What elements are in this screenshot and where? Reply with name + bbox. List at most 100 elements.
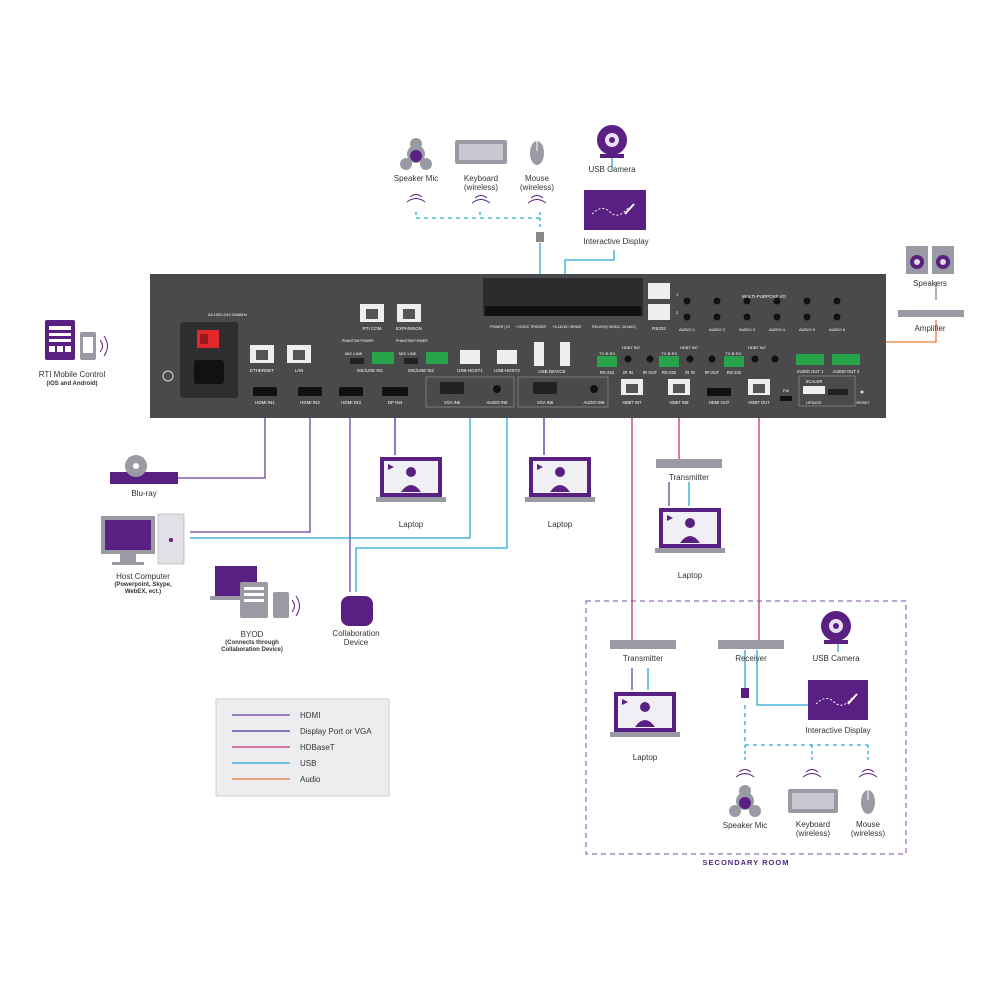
hdmi-out-port[interactable]: [707, 388, 731, 396]
ir-out-label: IR OUT: [643, 370, 658, 375]
transmitter-main-icon: [656, 459, 722, 468]
relays-label: RELAYS(+30VDC, 2A MAX): [592, 325, 636, 329]
audio-in5-jack[interactable]: [493, 385, 501, 393]
mic-line-in2-label: MIC/LINE IN2: [408, 368, 434, 373]
scaler-switch[interactable]: [828, 389, 848, 395]
rs232-port-top-1[interactable]: [648, 283, 670, 299]
collab-device-label2: Device: [344, 638, 369, 647]
amplifier-label: Amplifier: [914, 324, 945, 333]
hdbt-out-label: HDBT OUT: [748, 400, 770, 405]
multi-io-jack[interactable]: [683, 313, 691, 321]
usb-device-port-2[interactable]: [560, 342, 570, 366]
multi-io-jack[interactable]: [713, 313, 721, 321]
multi-io-jack[interactable]: [803, 313, 811, 321]
hdmi-in1-port[interactable]: [253, 387, 277, 396]
expansion-label: EXPANSION: [396, 326, 422, 331]
rs232-c-label: RS-232: [727, 370, 742, 375]
mic-line-1-label: MIC LINE: [345, 351, 363, 356]
multi-io-jack[interactable]: [833, 297, 841, 305]
audio-in6-jack[interactable]: [590, 385, 598, 393]
laptop-hdbt: Laptop: [655, 508, 725, 580]
vga-in5-label: VGA IN5: [444, 400, 461, 405]
multi-io-jacks: [683, 297, 841, 321]
vga-in5-port[interactable]: [440, 382, 464, 394]
hdbt-in7-c-label: HDBT IN7: [748, 345, 767, 350]
bluray-icon: [110, 472, 178, 484]
mouse-sub-label: (wireless): [520, 183, 555, 192]
legend: HDMI Display Port or VGA HDBaseT USB Aud…: [215, 698, 390, 797]
multi-io-jack[interactable]: [683, 297, 691, 305]
secondary-room-boundary: [585, 600, 907, 855]
mic-in-2-terminal[interactable]: [426, 352, 448, 364]
reset-button[interactable]: [860, 390, 864, 394]
hdmi-in2-port[interactable]: [298, 387, 322, 396]
power-inlet: [194, 360, 224, 384]
usb-host2-label: USB-HOST2: [494, 368, 520, 373]
wireless-icon: [406, 194, 426, 203]
ir-in-jack[interactable]: [624, 355, 632, 363]
laptop-vga-label: Laptop: [548, 520, 573, 529]
usb-dongle-secondary-icon: [741, 688, 749, 698]
multi-io-jack[interactable]: [773, 313, 781, 321]
bluray: Blu-ray: [110, 455, 178, 498]
transmitter-secondary-label: Transmitter: [623, 654, 663, 663]
mic-line-2-label: MIC LINE: [399, 351, 417, 356]
byod-sub2: Collaboration Device): [221, 647, 283, 653]
rti-mobile-sub-label: (iOS and Android): [46, 381, 97, 387]
ir-out-3-jack[interactable]: [771, 355, 779, 363]
keyboard-sub-label: (wireless): [464, 183, 499, 192]
vga-in6-port[interactable]: [533, 382, 557, 394]
interactive-display-top: Interactive Display: [583, 190, 649, 246]
usb-update-port[interactable]: [803, 386, 825, 394]
ir-out-2-jack[interactable]: [708, 355, 716, 363]
main-device-panel: AC100V-24V 50/60Hz ETHERNET LAN RTI COM …: [150, 274, 886, 418]
legend-label: Audio: [300, 775, 321, 784]
host-computer-sub1: (Powerpoint, Skype,: [114, 582, 172, 588]
mic-line-switch-2[interactable]: [404, 358, 418, 364]
mouse-secondary-sub: (wireless): [851, 829, 886, 838]
wireless-icon: [858, 769, 878, 778]
audio6-label: AUDIO 6: [829, 327, 846, 332]
multi-io-jack[interactable]: [773, 297, 781, 305]
usb-host2-port[interactable]: [497, 350, 517, 364]
laptop-secondary-label: Laptop: [633, 753, 658, 762]
vga-in5-group: [425, 376, 515, 408]
rs232-port-top-2[interactable]: [648, 304, 670, 320]
rs232-a-terminal[interactable]: [597, 356, 617, 367]
keyboard-secondary-sub: (wireless): [796, 829, 831, 838]
audio-out-1-terminal[interactable]: [796, 354, 824, 365]
ir-in-2-jack[interactable]: [686, 355, 694, 363]
hdmi-in3-port[interactable]: [339, 387, 363, 396]
mic-in-1-terminal[interactable]: [372, 352, 394, 364]
usb-host1-port[interactable]: [460, 350, 480, 364]
interactive-display-secondary-label: Interactive Display: [805, 726, 870, 735]
audio-out-2-terminal[interactable]: [832, 354, 860, 365]
rs232-b-terminal[interactable]: [659, 356, 679, 367]
io-terminal-strip[interactable]: [485, 306, 641, 316]
mic-line-switch-1[interactable]: [350, 358, 364, 364]
amplifier-icon: [898, 310, 964, 317]
rs232-c-terminal[interactable]: [724, 356, 744, 367]
multi-io-jack[interactable]: [743, 313, 751, 321]
multi-io-jack[interactable]: [833, 313, 841, 321]
speaker-mic-label: Speaker Mic: [394, 174, 438, 183]
ground-icon: [162, 370, 174, 382]
rs232-b-label: RS-232: [662, 370, 677, 375]
usb-device-port-1[interactable]: [534, 342, 544, 366]
dp-in4-port[interactable]: [382, 387, 408, 396]
sense-label: +3-24VDC SENSE: [552, 325, 582, 329]
audio3-label: AUDIO 3: [739, 327, 756, 332]
usb-dongle-icon: [536, 232, 544, 242]
usb-host1-label: USB-HOST1: [457, 368, 483, 373]
scaler-label: SCALER: [806, 379, 823, 384]
multi-io-jack[interactable]: [713, 297, 721, 305]
interactive-display-icon: [584, 190, 646, 230]
update-label: UPDATE: [806, 400, 822, 405]
legend-label: HDBaseT: [300, 743, 335, 752]
multi-io-jack[interactable]: [803, 297, 811, 305]
ir-in-3-jack[interactable]: [751, 355, 759, 363]
fw-port[interactable]: [780, 396, 792, 401]
multi-io-jack[interactable]: [743, 297, 751, 305]
ir-out-jack[interactable]: [646, 355, 654, 363]
